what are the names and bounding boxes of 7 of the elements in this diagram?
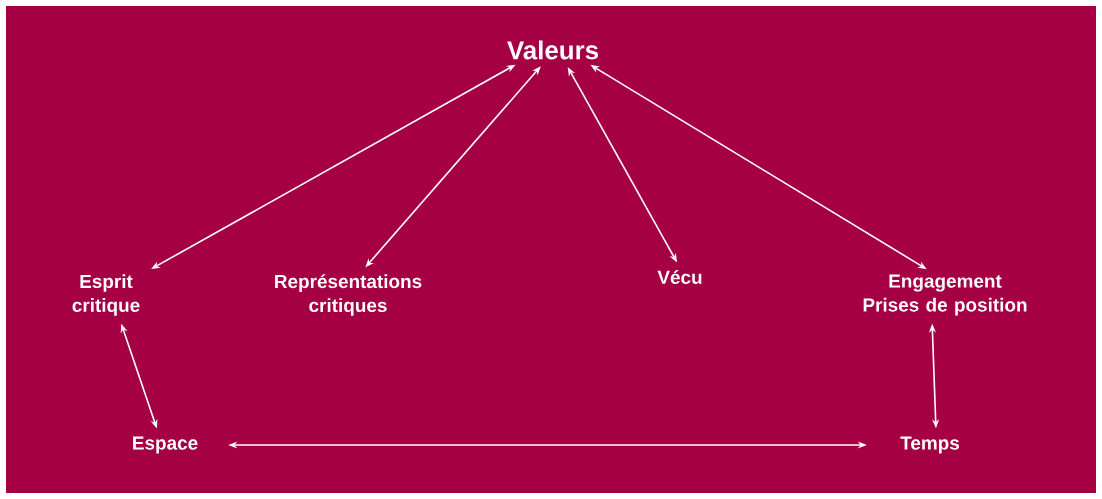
concept-label: Représentations critiques	[275, 274, 422, 316]
concept-label: Temps	[900, 436, 960, 454]
concept-label: Vécu	[657, 269, 702, 284]
concept-label: Engagement Prises de position	[863, 274, 1027, 316]
concept-label: Espace	[133, 436, 198, 454]
title-label: Valeurs	[507, 40, 599, 60]
concept-label: Esprit critique	[72, 274, 140, 316]
